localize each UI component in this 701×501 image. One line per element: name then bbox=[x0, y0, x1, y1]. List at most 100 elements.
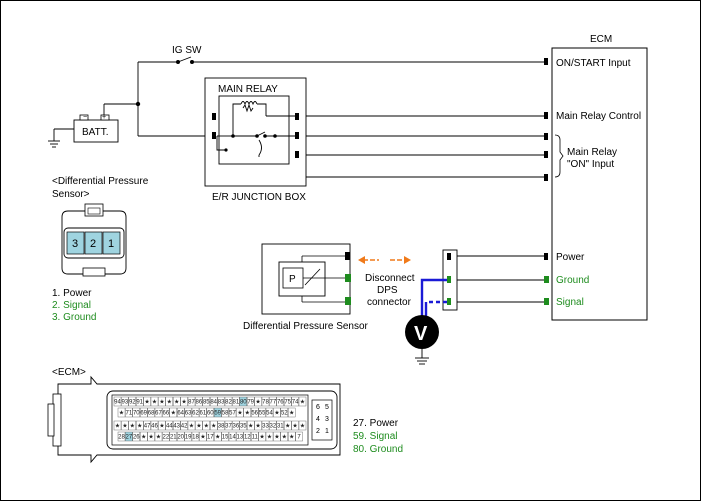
ecm-pin-number: ★ bbox=[130, 423, 135, 430]
ecm-pin-number: ★ bbox=[285, 423, 290, 430]
ecm-small-block-pin: 6 bbox=[316, 404, 320, 411]
ecm-pin-cell bbox=[273, 431, 281, 442]
ecm-pin-number: 33 bbox=[262, 424, 269, 430]
ig-switch bbox=[176, 56, 194, 64]
ecm-pin-number: 59 bbox=[214, 411, 221, 417]
ecm-pin-number: 86 bbox=[196, 400, 203, 406]
dps-connector-pin-3: 3 bbox=[72, 238, 78, 250]
ecm-pin-number: 54 bbox=[266, 411, 273, 417]
ecm-pin-number: 66 bbox=[163, 411, 170, 417]
ecm-pin-cell bbox=[221, 407, 229, 418]
disconnect-label-line1: Disconnect bbox=[365, 273, 415, 284]
ecm-pin-cell bbox=[135, 396, 144, 407]
ecm-pin-power: Power bbox=[556, 252, 585, 263]
ecm-pin-cell bbox=[224, 420, 233, 431]
ecm-pin-cell bbox=[288, 431, 296, 442]
ecm-pin-cell bbox=[284, 420, 292, 431]
disconnect-arrows bbox=[358, 256, 411, 264]
ecm-pin-number: 11 bbox=[252, 435, 259, 441]
ecm-pin-number: 78 bbox=[262, 400, 269, 406]
ecm-pin-number: ★ bbox=[181, 399, 186, 406]
dps-legend-power: 1. Power bbox=[52, 288, 92, 299]
ecm-connector-title: <ECM> bbox=[52, 367, 86, 378]
ecm-pin-number: ★ bbox=[274, 410, 279, 417]
ecm-pin-number: 74 bbox=[292, 400, 299, 406]
ecm-pin-cell bbox=[180, 420, 188, 431]
ecm-pin-number: 26 bbox=[133, 435, 140, 441]
main-relay-contact-dots bbox=[224, 134, 277, 152]
ecm-pin-number: 67 bbox=[155, 411, 162, 417]
ecm-pin-cell bbox=[258, 407, 266, 418]
ecm-pin-cell bbox=[217, 420, 225, 431]
ecm-title: ECM bbox=[590, 34, 612, 45]
ecm-pin-cell bbox=[191, 431, 200, 442]
ecm-pin-number: ★ bbox=[152, 399, 157, 406]
ecm-pin-cell bbox=[162, 431, 170, 442]
ecm-pin-cell bbox=[172, 396, 181, 407]
ecm-pin-number: ★ bbox=[171, 410, 176, 417]
dps-connector-drawing bbox=[61, 203, 127, 277]
ecm-pin-number: 87 bbox=[188, 400, 195, 406]
ecm-pin-number: ★ bbox=[267, 434, 272, 441]
ecm-pin-cell bbox=[254, 396, 262, 407]
ecm-pin-number: 21 bbox=[170, 435, 177, 441]
ecm-pin-number: 7 bbox=[297, 435, 301, 441]
ecm-pin-cell bbox=[265, 407, 274, 418]
junction-box-pins bbox=[212, 113, 299, 158]
ecm-pin-cell bbox=[258, 431, 266, 442]
ecm-pin-cell bbox=[239, 396, 248, 407]
ecm-pin-cell bbox=[246, 396, 255, 407]
ecm-pin-cell bbox=[221, 431, 229, 442]
ecm-pin-number: ★ bbox=[200, 434, 205, 441]
voltmeter-probes bbox=[420, 278, 447, 318]
ecm-pin-number: 37 bbox=[225, 424, 232, 430]
ecm-pin-cell bbox=[298, 420, 307, 431]
ecm-pin-cell bbox=[254, 420, 262, 431]
ecm-pin-cell bbox=[209, 396, 218, 407]
ecm-pin-cell bbox=[176, 407, 185, 418]
ecm-pin-cell bbox=[191, 407, 200, 418]
ecm-pin-number: 22 bbox=[163, 435, 170, 441]
ecm-pin-number: ★ bbox=[159, 423, 164, 430]
ecm-pin-cell bbox=[121, 396, 129, 407]
ecm-pin-number: 15 bbox=[222, 435, 229, 441]
ecm-pin-cell bbox=[280, 431, 288, 442]
ecm-pin-main-relay-on-line1: Main Relay bbox=[567, 147, 617, 158]
ecm-pin-number: 91 bbox=[136, 400, 143, 406]
ecm-pin-cell bbox=[187, 420, 196, 431]
ecm-pin-number: ★ bbox=[211, 423, 216, 430]
ecm-pin-cell bbox=[228, 407, 237, 418]
ecm-pin-cell bbox=[184, 431, 192, 442]
ecm-pin-cell bbox=[261, 396, 270, 407]
ecm-pin-cell bbox=[246, 420, 255, 431]
ecm-pin-cell bbox=[154, 431, 163, 442]
ecm-pin-cell bbox=[199, 431, 207, 442]
dps-connector-pin-1: 1 bbox=[108, 238, 114, 250]
ecm-pin-number: ★ bbox=[204, 423, 209, 430]
ecm-pin-cell bbox=[143, 420, 151, 431]
ecm-box bbox=[551, 47, 648, 321]
ecm-pin-cell bbox=[125, 431, 133, 442]
ecm-pin-cell bbox=[224, 396, 233, 407]
ecm-pin-cell bbox=[162, 407, 170, 418]
ecm-pin-cell bbox=[113, 396, 122, 407]
ecm-pin-cell bbox=[202, 420, 211, 431]
ecm-pin-cell bbox=[269, 420, 277, 431]
dps-legend-signal: 2. Signal bbox=[52, 300, 91, 311]
ecm-small-block-pin: 3 bbox=[325, 416, 329, 423]
ecm-pin-number: 83 bbox=[218, 400, 225, 406]
ecm-pin-cell bbox=[239, 420, 248, 431]
dps-connector-title-line1: <Differential Pressure bbox=[52, 176, 149, 187]
ecm-relay-input-bracket bbox=[554, 134, 564, 178]
ecm-pin-cell bbox=[121, 420, 129, 431]
ecm-pin-cell bbox=[169, 407, 178, 418]
ecm-pin-cell bbox=[213, 407, 222, 418]
ecm-pin-number: 38 bbox=[218, 424, 225, 430]
ecm-pin-number: 68 bbox=[148, 411, 155, 417]
dps-connector-title-line2: Sensor> bbox=[52, 189, 90, 200]
ecm-connector-drawing bbox=[47, 375, 341, 464]
ecm-pin-cell bbox=[176, 431, 185, 442]
ecm-pin-number: ★ bbox=[141, 434, 146, 441]
ecm-small-block-pin: 2 bbox=[316, 428, 320, 435]
